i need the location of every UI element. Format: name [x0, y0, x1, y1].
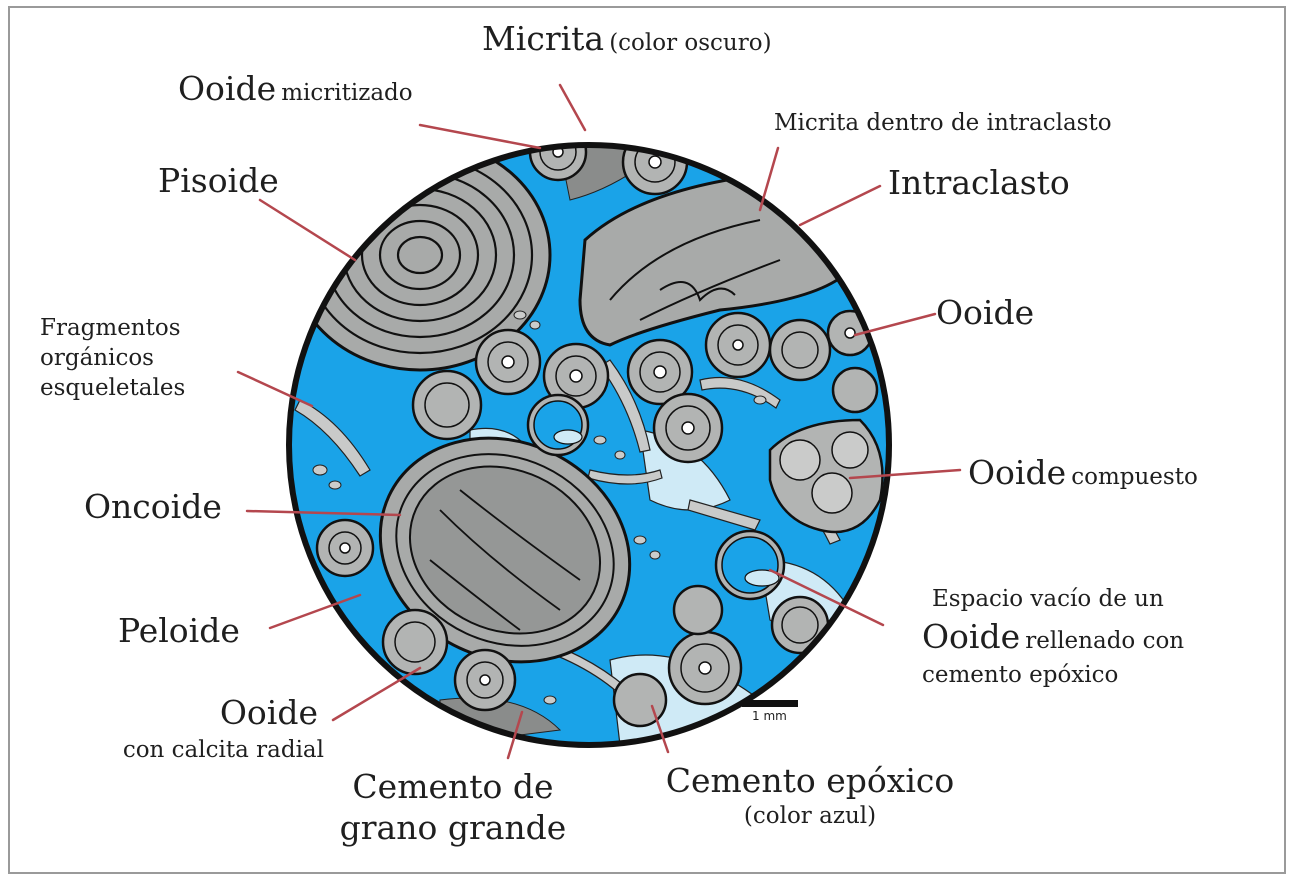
label-ooide-micritizado: Ooide micritizado: [178, 69, 413, 108]
scale-bar-label: 1 mm: [752, 709, 787, 723]
leader-ooide: [853, 312, 937, 337]
leader-cemento-epoxico: [650, 704, 670, 754]
leader-espacio-vacio: [768, 568, 885, 627]
leader-micrita: [558, 83, 587, 132]
oncoide-grain: [378, 436, 632, 664]
leader-micrita-intraclasto: [758, 146, 780, 212]
epoxy-filled-ooid-voids: [526, 393, 786, 601]
leader-lines: [236, 83, 962, 760]
label-micrita: Micrita (color oscuro): [482, 19, 772, 58]
leader-peloide: [268, 593, 362, 630]
leader-pisoide: [258, 198, 357, 262]
leader-intraclasto: [798, 184, 882, 227]
thin-section-field: [289, 145, 889, 745]
label-pisoide: Pisoide: [158, 161, 279, 200]
leader-oncoide: [245, 509, 402, 517]
scale-bar: [742, 700, 798, 707]
label-fragmentos: Fragmentos orgánicos esqueletales: [40, 315, 186, 401]
leader-cemento-grano: [506, 710, 524, 760]
label-cemento-grano: Cemento de grano grande: [339, 767, 567, 848]
label-ooide-compuesto: Ooide compuesto: [968, 453, 1198, 492]
leader-ooide-micritizado: [418, 123, 542, 150]
compound-ooid-grain: [768, 418, 884, 534]
label-micrita-intraclasto: Micrita dentro de intraclasto: [774, 110, 1112, 136]
leader-fragmentos: [236, 370, 314, 408]
label-intraclasto: Intraclasto: [888, 163, 1070, 202]
leader-ooide-radial: [331, 666, 422, 722]
leader-ooide-compuesto: [848, 468, 962, 480]
label-peloide: Peloide: [118, 611, 240, 650]
label-oncoide: Oncoide: [84, 487, 222, 526]
label-cemento-epoxico: Cemento epóxico (color azul): [665, 761, 955, 829]
label-ooide: Ooide: [936, 293, 1035, 332]
label-ooide-radial: Ooide con calcita radial: [122, 693, 324, 763]
label-espacio-vacio: Espacio vacío de un Ooide rellenado con …: [922, 586, 1185, 688]
thin-section-outline: [286, 142, 892, 748]
